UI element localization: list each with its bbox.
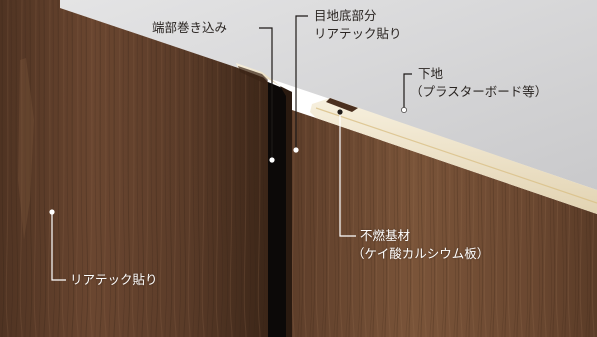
joint-bottom-dot [293,147,299,153]
left-wood-grain [0,0,268,337]
core-layer-line [315,107,597,204]
label-substrate-line2: （プラスターボード等） [410,84,548,99]
substrate-leader [403,73,412,110]
label-substrate-line1: 下地 [418,66,444,81]
edge-wrap-surface [238,66,268,84]
label-joint-bottom: 目地底部分 リアテック貼り [314,7,402,43]
label-joint-bottom-line1: 目地底部分 [314,8,377,23]
right-wood-grain [292,110,597,337]
label-core-line2: （ケイ酸カルシウム板） [352,246,490,261]
label-joint-bottom-line2: リアテック貼り [314,26,402,41]
surface-dot [49,209,55,215]
label-edge-wrap-text: 端部巻き込み [152,20,228,35]
label-surface-text: リアテック貼り [70,272,158,287]
edge-wrap-dot [269,157,275,163]
joint-bottom-leader [295,15,308,150]
plaster-board-substrate [60,0,597,190]
edge-wrap-leader [259,27,273,160]
label-edge-wrap: 端部巻き込み [152,19,227,37]
core-leader [339,112,356,237]
wood-figure-left [18,58,34,240]
core-dot [337,109,343,115]
label-surface: リアテック貼り [70,271,158,289]
label-core: 不燃基材 （ケイ酸カルシウム板） [352,227,489,263]
right-core-edge [310,98,597,214]
surface-leader [51,212,66,281]
substrate-dot [401,107,407,113]
label-substrate: 下地 （プラスターボード等） [410,65,547,101]
callout-lines [49,15,412,281]
joint-bottom-surface [280,86,292,337]
label-core-line1: 不燃基材 [360,228,411,243]
right-edge-wrap [326,98,358,112]
